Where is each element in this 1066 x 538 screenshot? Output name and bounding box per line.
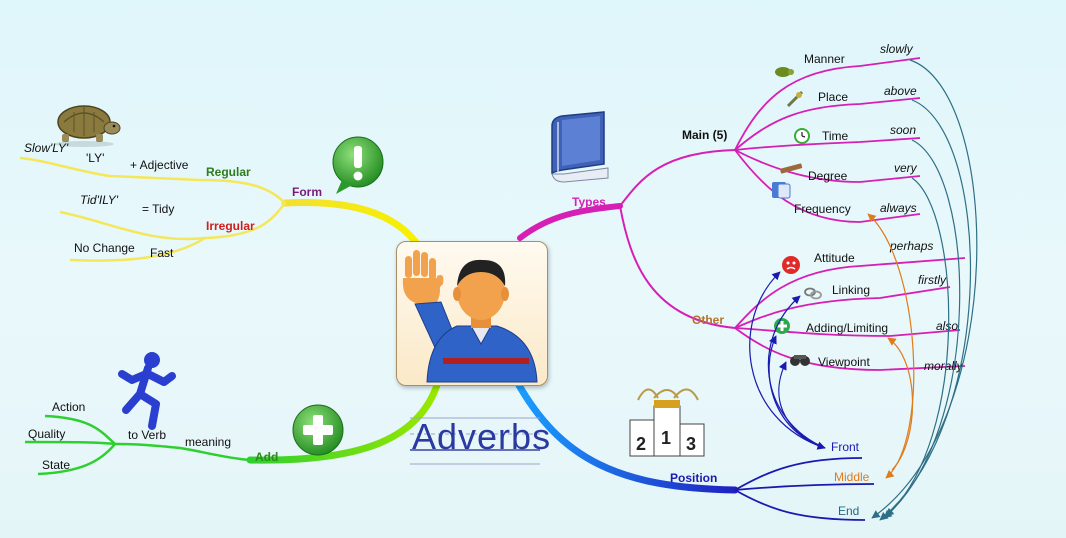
place-icon	[786, 90, 804, 108]
position-middle: Middle	[834, 470, 870, 484]
adding-icon	[774, 318, 790, 334]
viewpoint-example: morally	[924, 359, 964, 373]
podium-second: 2	[636, 434, 646, 454]
frequency-label: Frequency	[794, 202, 851, 216]
attitude-label: Attitude	[814, 251, 855, 265]
degree-example: very	[894, 161, 918, 175]
frequency-example: always	[880, 201, 917, 215]
types-branch: Types Main (5) Other Manner Place Time D…	[517, 42, 966, 373]
linking-example: firstly	[918, 273, 947, 287]
add-item-quality: Quality	[28, 427, 65, 441]
adding-limiting-example: also	[936, 319, 958, 333]
adding-limiting-label: Adding/Limiting	[806, 321, 888, 335]
main-label: Main (5)	[682, 128, 727, 142]
regular-label: Regular	[206, 165, 251, 179]
no-change-label: No Change	[74, 241, 135, 255]
linking-label: Linking	[832, 283, 870, 297]
title-block: Adverbs	[410, 416, 551, 465]
podium-icon: 2 1 3	[629, 388, 705, 457]
podium-third: 3	[686, 434, 696, 454]
exclamation-icon	[332, 136, 384, 194]
book-icon	[551, 111, 609, 183]
frequency-icon	[772, 182, 791, 199]
manner-label: Manner	[804, 52, 845, 66]
time-example: soon	[890, 123, 916, 137]
add-to-verb: to Verb	[128, 428, 166, 442]
attitude-example: perhaps	[889, 239, 933, 253]
manner-example: slowly	[880, 42, 914, 56]
place-example: above	[884, 84, 917, 98]
add-item-action: Action	[52, 400, 85, 414]
attitude-icon	[782, 256, 800, 274]
tortoise-icon	[54, 105, 121, 147]
irregular-label: Irregular	[206, 219, 255, 233]
time-label: Time	[822, 129, 849, 143]
no-change-example: Fast	[150, 246, 174, 260]
central-topic-card[interactable]	[396, 241, 548, 386]
manner-icon	[775, 67, 794, 77]
position-end: End	[838, 504, 859, 518]
form-label: Form	[292, 185, 322, 199]
runner-icon	[118, 352, 176, 430]
cross-links	[749, 59, 978, 521]
add-branch: Add meaning to Verb Action Quality State	[24, 378, 442, 476]
irregular-example: Tid'ILY'	[80, 193, 119, 207]
plus-icon	[292, 404, 344, 456]
podium-first: 1	[661, 428, 671, 448]
types-label: Types	[572, 195, 606, 209]
degree-label: Degree	[808, 169, 848, 183]
time-icon	[794, 128, 810, 144]
regular-suffix: 'LY'	[86, 151, 104, 165]
add-label: Add	[255, 450, 278, 464]
regular-rule: + Adjective	[130, 158, 189, 172]
degree-icon	[780, 163, 803, 174]
form-branch: Form Regular Irregular + Adjective 'LY' …	[19, 141, 424, 262]
irregular-rule: = Tidy	[142, 202, 174, 216]
viewpoint-label: Viewpoint	[818, 355, 870, 369]
position-front: Front	[831, 440, 860, 454]
person-waving-icon	[402, 250, 538, 383]
position-branch: Position Front Middle End	[512, 376, 875, 521]
place-label: Place	[818, 90, 848, 104]
regular-example: Slow'LY'	[24, 141, 69, 155]
add-item-state: State	[42, 458, 70, 472]
position-label: Position	[670, 471, 717, 485]
other-label: Other	[692, 313, 724, 327]
linking-icon	[804, 287, 822, 300]
add-meaning: meaning	[185, 435, 231, 449]
page-title: Adverbs	[412, 416, 551, 457]
